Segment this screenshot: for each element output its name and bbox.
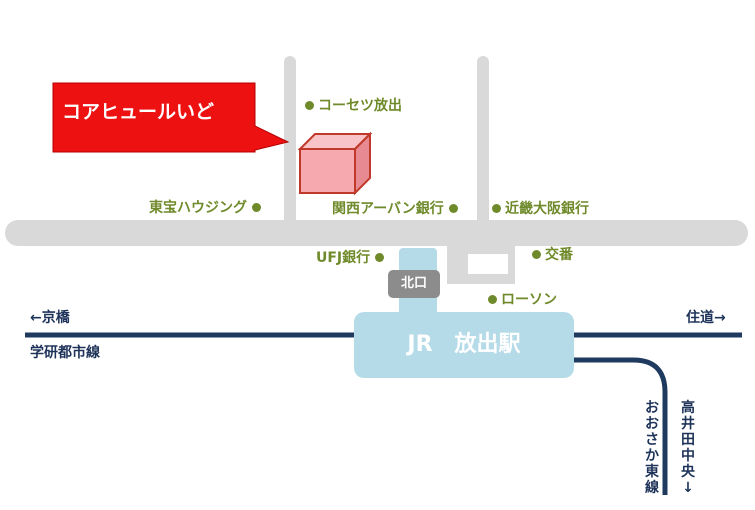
vertical-glyph: 田 [681,432,695,448]
vertical-glyph: ↓ [682,480,694,496]
line-name-osaka-higashi: おおさか東線 [644,400,660,496]
landmark-toho-housing-label: 東宝ハウジング [149,200,247,216]
landmark-police-box-label: 交番 [545,247,573,263]
callout-label: コアヒュールいど [62,101,215,123]
map-pin-dot-icon [252,202,261,212]
vertical-glyph: 東 [645,464,659,480]
landmark-kansai-urban-bank-label: 関西アーバン銀行 [332,201,444,217]
vertical-glyph: 線 [645,480,659,496]
building-cube-icon [297,131,373,196]
vertical-glyph: か [645,448,659,464]
direction-kyobashi: ←京橋 [30,310,70,326]
railway-branch-line [560,357,668,495]
vertical-glyph: お [645,416,659,432]
landmark-kansai-urban-bank: 関西アーバン銀行 [332,201,458,217]
map-pin-dot-icon [305,100,314,110]
direction-takaidachuo: 高井田中央↓ [680,400,696,496]
vertical-glyph: 央 [681,464,695,480]
vertical-glyph: 中 [681,448,695,464]
landmark-kinki-osaka-bank-label: 近畿大阪銀行 [505,201,589,217]
landmark-toho-housing: 東宝ハウジング [149,200,261,216]
north-exit-label: 北口 [400,276,427,291]
landmark-police-box: 交番 [532,247,573,263]
landmark-kosetsu-label: コーセツ放出 [318,98,402,114]
direction-suminodo: 住道→ [686,310,726,326]
map-pin-dot-icon [448,203,458,213]
map-pin-dot-icon [492,203,501,213]
vertical-glyph: お [645,400,659,416]
map-pin-dot-icon [532,249,541,259]
landmark-kosetsu: コーセツ放出 [305,98,402,114]
landmark-lawson-label: ローソン [501,292,557,308]
landmark-lawson: ローソン [488,292,557,308]
vertical-glyph: 井 [681,416,695,432]
line-name-gakkentoshi: 学研都市線 [30,345,100,361]
callout-box [52,82,290,153]
north-exit-badge [388,270,440,298]
vertical-glyph: 高 [681,400,695,416]
landmark-kinki-osaka-bank: 近畿大阪銀行 [492,201,589,217]
vertical-glyph: さ [645,432,659,448]
map-pin-dot-icon [488,294,497,304]
station-plaza-inner [468,254,508,274]
station-building [354,312,574,378]
station-name: JR 放出駅 [407,332,521,357]
landmark-ufj-bank-label: UFJ銀行 [316,250,371,266]
landmark-ufj-bank: UFJ銀行 [316,250,385,266]
map-pin-dot-icon [375,252,385,262]
